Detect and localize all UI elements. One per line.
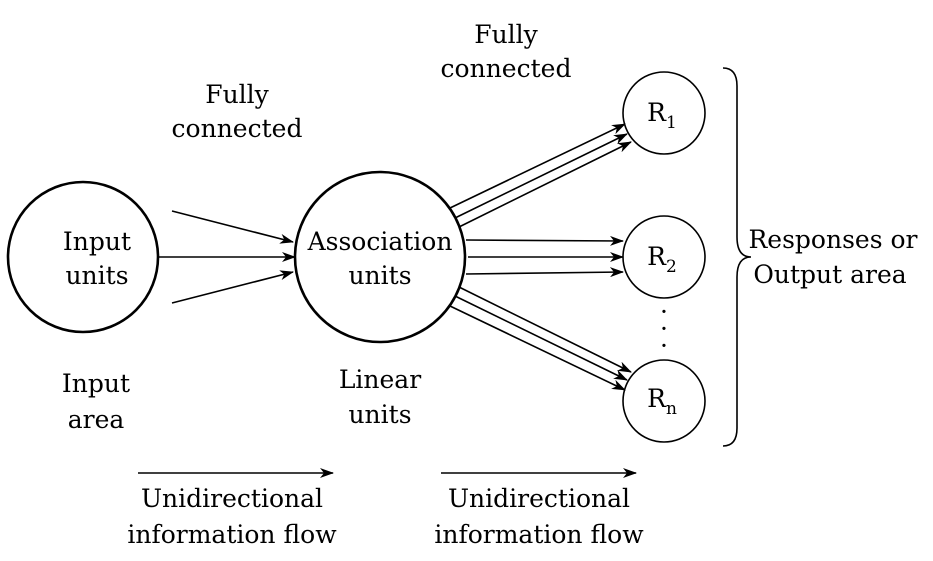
edge-association-to-r2-a xyxy=(465,235,624,246)
edge-association-to-r2-c xyxy=(465,267,624,278)
fully-connected-left-line1: Fully xyxy=(205,80,269,109)
edge-association-to-r1-a xyxy=(449,123,626,209)
response-n-subscript: n xyxy=(666,399,677,419)
edge-input-to-association-upper xyxy=(171,210,294,244)
association-units-node xyxy=(293,170,467,344)
response-n-label: Rn xyxy=(647,384,677,419)
association-units-line2: units xyxy=(348,261,411,290)
response-node-1 xyxy=(622,71,706,155)
flow-left-line2: information flow xyxy=(127,520,337,549)
linear-units-line2: units xyxy=(348,400,411,429)
response-1-subscript: 1 xyxy=(666,113,677,133)
responses-brace xyxy=(722,67,752,447)
input-area-line1: Input xyxy=(62,369,130,398)
input-area-line2: area xyxy=(68,405,125,434)
response-2-label: R2 xyxy=(647,242,677,277)
output-area-line1: Responses or xyxy=(748,225,917,254)
fully-connected-left-line2: connected xyxy=(172,114,303,143)
flow-right-line1: Unidirectional xyxy=(448,484,630,513)
response-1-label: R1 xyxy=(647,98,677,133)
response-2-subscript: 2 xyxy=(666,257,677,277)
response-1-letter: R xyxy=(647,98,667,127)
edge-association-to-r1-b xyxy=(454,133,628,219)
edge-association-to-rn-c xyxy=(458,286,632,373)
edge-input-to-association-lower xyxy=(171,270,294,304)
fully-connected-right-line1: Fully xyxy=(474,20,538,49)
edge-association-to-rn-b xyxy=(454,295,628,381)
input-units-node xyxy=(6,180,160,334)
flow-left-line1: Unidirectional xyxy=(141,484,323,513)
linear-units-line1: Linear xyxy=(339,365,421,394)
response-n-letter: R xyxy=(647,384,667,413)
ellipsis-dot-1: · xyxy=(660,297,668,326)
input-units-line2: units xyxy=(65,261,128,290)
response-2-letter: R xyxy=(647,242,667,271)
edge-association-to-rn-a xyxy=(449,305,626,391)
output-area-line2: Output area xyxy=(753,260,906,289)
flow-right-line2: information flow xyxy=(434,520,644,549)
fully-connected-right-line2: connected xyxy=(441,54,572,83)
edge-association-to-r1-c xyxy=(458,141,632,228)
input-units-line1: Input xyxy=(63,227,131,256)
ellipsis-dot-2: · xyxy=(660,314,668,343)
ellipsis-dot-3: · xyxy=(660,331,668,360)
association-units-line1: Association xyxy=(307,227,453,256)
response-node-n xyxy=(622,359,706,443)
